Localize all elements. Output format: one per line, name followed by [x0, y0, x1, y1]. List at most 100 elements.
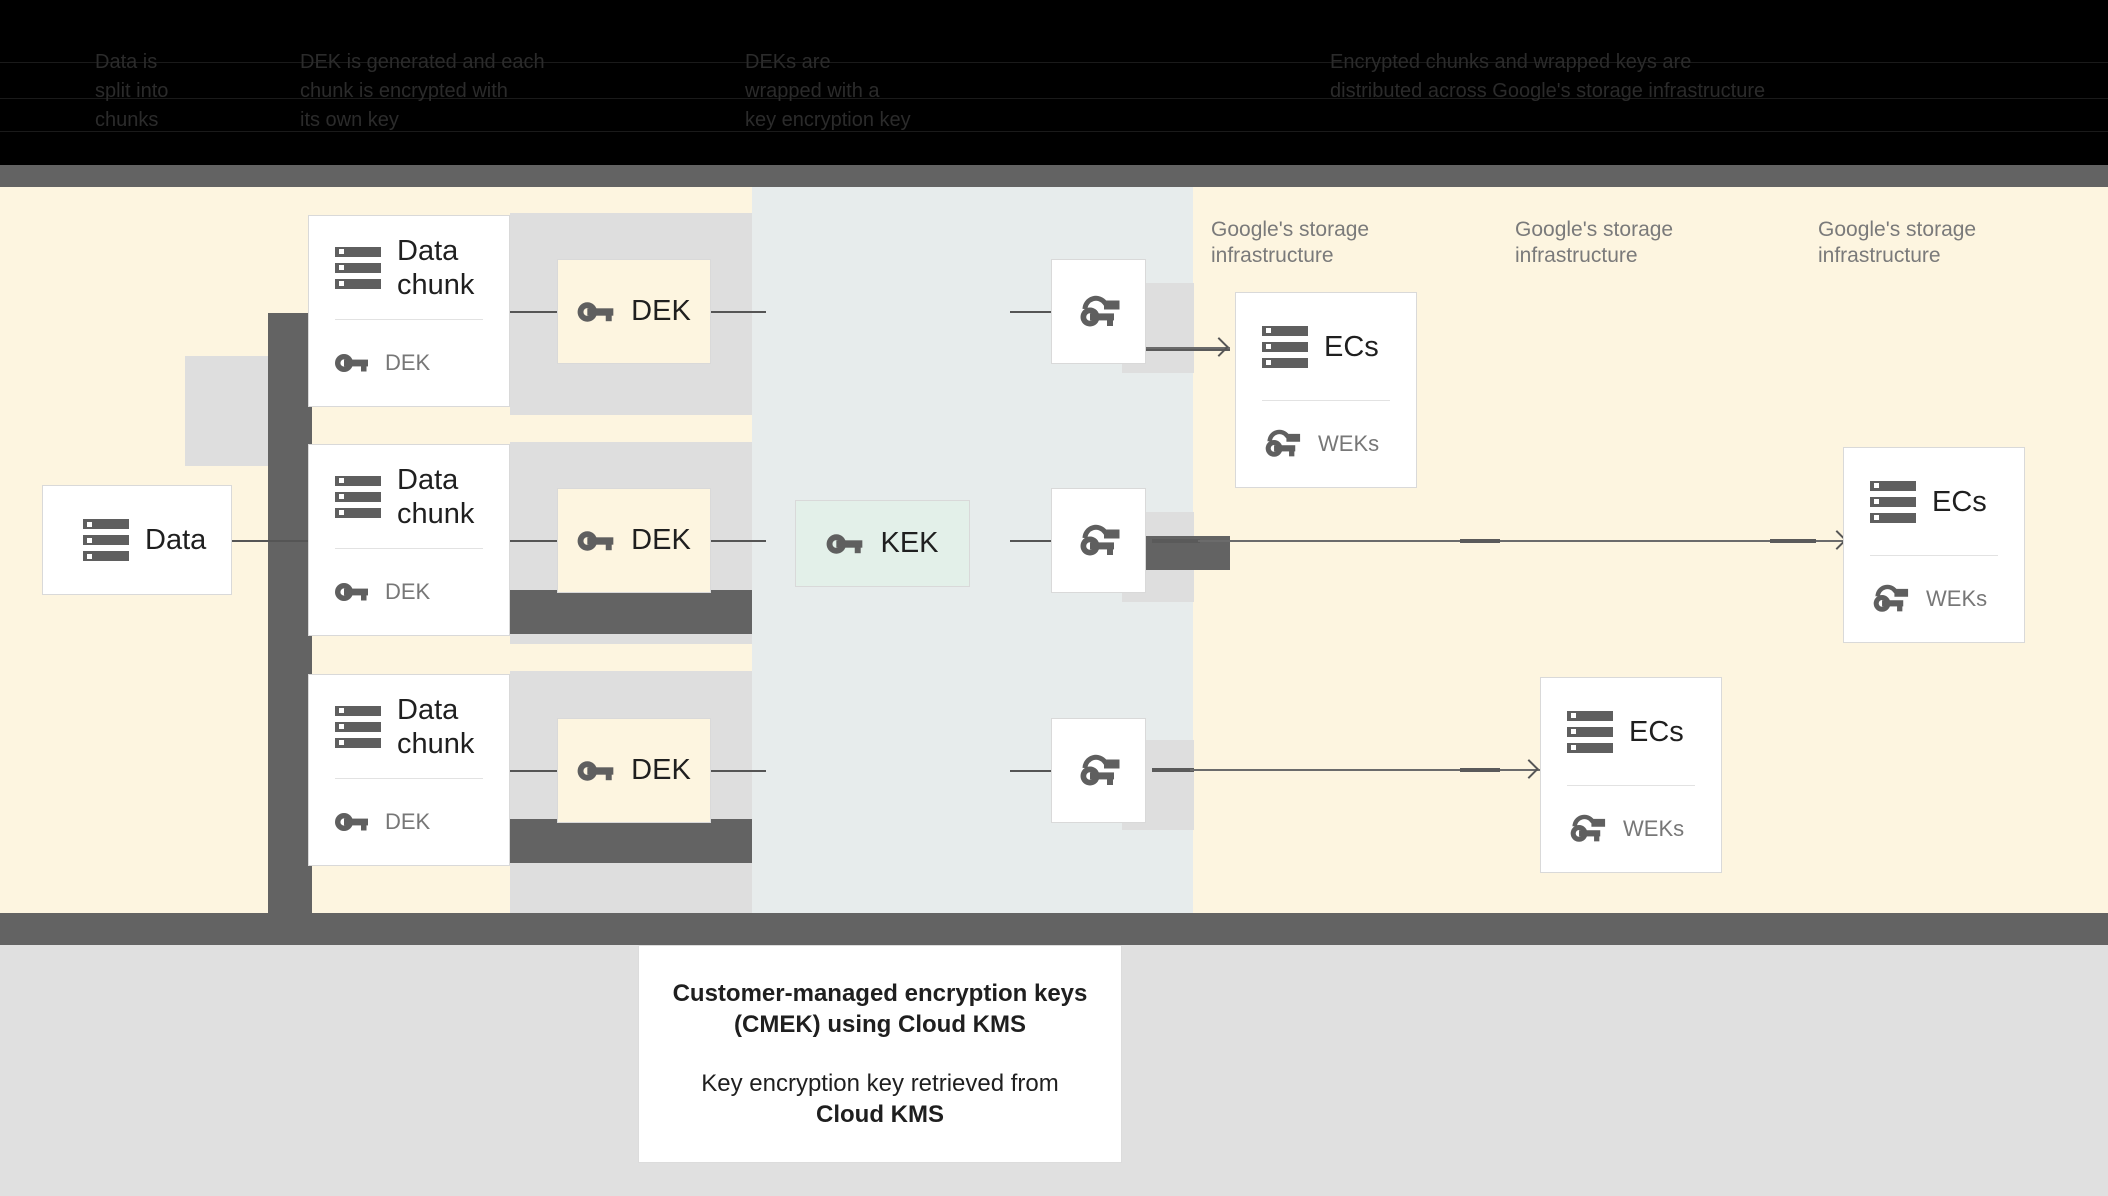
chunk-card-footer: DEK [309, 779, 509, 865]
header-text: chunk is encrypted with [300, 80, 508, 102]
data-chunk-card-1[interactable]: Data chunk DEK [308, 215, 510, 407]
chunk-title: Data chunk [397, 234, 475, 301]
card-divider [335, 319, 483, 320]
key-icon [577, 301, 614, 322]
header-columns: Data is split into chunks DEK is generat… [0, 48, 2108, 138]
header-text: chunks [95, 109, 159, 131]
double-key-icon [1265, 429, 1301, 457]
dek-chip-3[interactable]: DEK [557, 718, 711, 823]
key-icon [335, 354, 368, 372]
infra-label-text: Google's storage infrastructure [1515, 218, 1674, 267]
infra-label-3: Google's storage infrastructure [1818, 217, 2048, 269]
caption-card: Customer-managed encryption keys (CMEK) … [638, 945, 1122, 1163]
chunk-title: Data chunk [397, 463, 475, 530]
dek-chip-1[interactable]: DEK [557, 259, 711, 364]
connector-wek3-mid [1190, 769, 1540, 771]
wrapped-key-box-2[interactable] [1051, 488, 1146, 593]
data-chunk-card-3[interactable]: Data chunk DEK [308, 674, 510, 866]
double-key-icon [1080, 295, 1119, 326]
chunk-title: Data chunk [397, 693, 475, 760]
bottom-divider-strip [0, 913, 2108, 945]
ecs-key-label: WEKs [1623, 816, 1685, 841]
arrowhead-to-ecs-1 [1209, 337, 1229, 357]
kek-chip[interactable]: KEK [795, 500, 970, 587]
header-text: distributed across Google's storage infr… [1330, 80, 1766, 102]
header-text: DEK is generated and each [300, 51, 545, 73]
connector-dek1-right [710, 311, 766, 313]
header-rule-3 [0, 131, 2108, 132]
caption-body-strong: Cloud KMS [816, 1101, 944, 1128]
ecs-key-label: WEKs [1318, 431, 1380, 456]
ecs-card-1[interactable]: ECs WEKs [1235, 292, 1417, 488]
header-column-2: DEK is generated and each chunk is encry… [300, 48, 600, 135]
dek-chip-2[interactable]: DEK [557, 488, 711, 593]
header-text: key encryption key [745, 109, 911, 131]
double-key-icon [1080, 754, 1119, 785]
chunk-key-label: DEK [385, 579, 431, 604]
server-icon [335, 705, 381, 748]
infra-label-2: Google's storage infrastructure [1515, 217, 1745, 269]
caption-title-line-2: (CMEK) using Cloud KMS [734, 1011, 1026, 1038]
ecs-key-label: WEKs [1926, 586, 1988, 611]
key-icon [335, 583, 368, 601]
double-key-icon [1570, 814, 1606, 842]
connector-wek1-out [1100, 347, 1230, 351]
header-column-4: Encrypted chunks and wrapped keys are di… [1330, 48, 1980, 106]
wrapped-key-box-1[interactable] [1051, 259, 1146, 364]
connector-wek1-arrow-tail [1100, 347, 1230, 349]
ecs-card-header: ECs [1844, 448, 2024, 555]
connector-wek2-mid [1198, 540, 1858, 542]
header-text: its own key [300, 109, 399, 131]
header-band: Data is split into chunks DEK is generat… [0, 0, 2108, 165]
header-text: Data is [95, 51, 158, 73]
chunk-card-footer: DEK [309, 549, 509, 635]
chunk-key-label: DEK [385, 350, 431, 375]
diagram-canvas: Data Data chunk DEK Data chunk [0, 187, 2108, 1058]
data-source-label: Data [145, 523, 207, 556]
card-divider [1567, 785, 1695, 786]
key-icon [577, 760, 614, 781]
connector-chunk2-dek2 [508, 540, 558, 542]
wrapped-key-box-3[interactable] [1051, 718, 1146, 823]
ecs-card-footer: WEKs [1844, 556, 2024, 642]
dek-label: DEK [631, 524, 691, 556]
key-icon [335, 813, 368, 831]
infra-label-text: Google's storage infrastructure [1211, 218, 1370, 267]
ecs-card-3[interactable]: ECs WEKs [1540, 677, 1722, 873]
key-icon [577, 530, 614, 551]
connector-wek3-seg1 [1152, 768, 1194, 772]
card-divider [1870, 555, 1998, 556]
connector-wek3-seg2 [1460, 768, 1500, 772]
arrowhead-to-ecs-3 [1519, 759, 1539, 779]
header-column-3: DEKs are wrapped with a key encryption k… [745, 48, 1035, 135]
dek-label: DEK [631, 754, 691, 786]
data-chunk-card-2[interactable]: Data chunk DEK [308, 444, 510, 636]
caption-body-line-2: Cloud KMS [816, 1099, 944, 1130]
ecs-card-header: ECs [1236, 293, 1416, 400]
server-icon [335, 246, 381, 289]
connector-kek-to-wek2 [1010, 540, 1052, 542]
double-key-icon [1873, 584, 1909, 612]
card-divider [335, 548, 483, 549]
ecs-card-2[interactable]: ECs WEKs [1843, 447, 2025, 643]
ecs-title: ECs [1324, 330, 1379, 363]
ecs-title: ECs [1932, 485, 1987, 518]
server-icon [335, 475, 381, 518]
connector-wek2-seg3 [1770, 539, 1816, 543]
infra-label-text: Google's storage infrastructure [1818, 218, 1977, 267]
header-text: wrapped with a [745, 80, 880, 102]
kek-label: KEK [880, 527, 939, 559]
connector-to-wek3 [1010, 770, 1052, 772]
ecs-card-header: ECs [1541, 678, 1721, 785]
server-icon [1870, 480, 1916, 523]
card-divider [335, 778, 483, 779]
connector-chunk1-dek1 [508, 311, 558, 313]
ecs-title: ECs [1629, 715, 1684, 748]
data-source-card[interactable]: Data [42, 485, 232, 595]
infra-label-1: Google's storage infrastructure [1211, 217, 1441, 269]
header-text: split into [95, 80, 169, 102]
ecs-card-footer: WEKs [1236, 401, 1416, 487]
header-text: DEKs are [745, 51, 831, 73]
chunk-card-header: Data chunk [309, 675, 509, 778]
